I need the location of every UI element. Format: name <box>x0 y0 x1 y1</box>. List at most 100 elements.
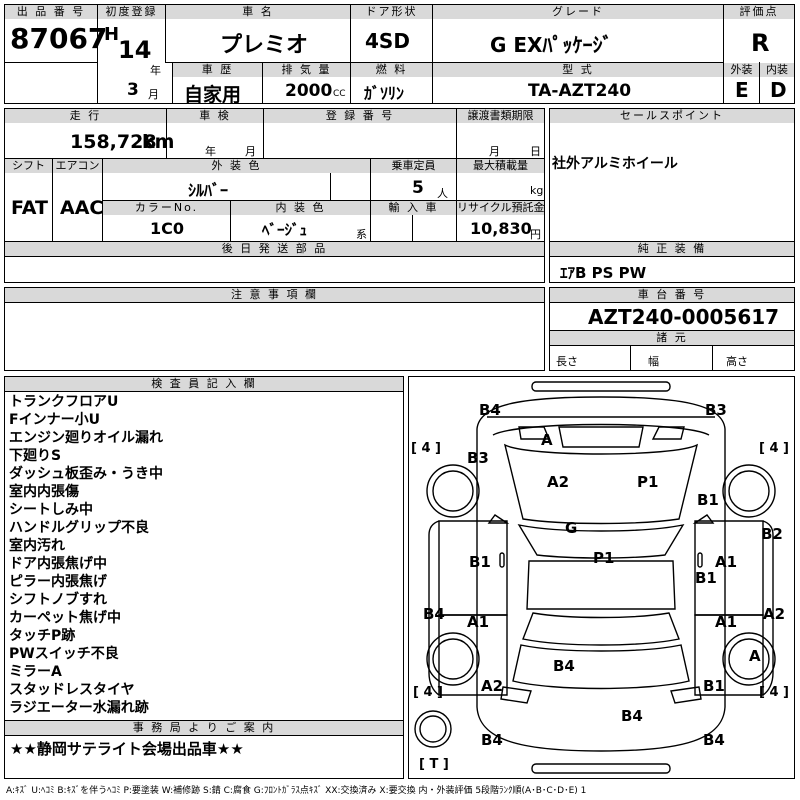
kei-unit: 系 <box>356 228 367 241</box>
person-unit: 人 <box>437 187 448 200</box>
damage-mark: B4 <box>479 401 501 419</box>
shift: FAT <box>11 197 48 219</box>
damage-mark: B3 <box>467 449 489 467</box>
inspector-note: カーペット焦げ中 <box>9 610 121 626</box>
inspector-note: ハンドルグリップ不良 <box>9 520 149 536</box>
exterior-grade: E <box>735 78 749 102</box>
inspector-note: ダッシュ板歪み・うき中 <box>9 466 163 482</box>
inspector-note: ドア内張焦げ中 <box>9 556 107 572</box>
top-block <box>4 4 795 104</box>
later-parts-label: 後 日 発 送 部 品 <box>5 242 544 256</box>
inspector-note: 室内汚れ <box>9 538 65 554</box>
recycle-fee: 10,830 <box>470 219 532 238</box>
lot-number-label: 出 品 番 号 <box>5 5 97 19</box>
tire-grade: [ T ] <box>419 757 449 772</box>
inspector-note: エンジン廻りオイル漏れ <box>9 430 163 446</box>
first-registration-label: 初度登録 <box>98 5 165 19</box>
damage-mark: B4 <box>481 731 503 749</box>
damage-mark: B1 <box>695 569 717 587</box>
sales-point-label: セールスポイント <box>550 109 794 123</box>
caution-block <box>4 287 545 371</box>
car-name: プレミオ <box>220 33 309 58</box>
mileage-label: 走 行 <box>5 109 166 123</box>
damage-mark: P1 <box>637 473 659 491</box>
inspector-note: タッチP跡 <box>9 628 76 644</box>
damage-mark: G <box>565 519 578 537</box>
inspection-label: 車 検 <box>167 109 263 123</box>
damage-mark: A <box>541 431 553 449</box>
width-label: 幅 <box>648 355 659 368</box>
transfer-deadline-label: 譲渡書類期限 <box>457 109 544 123</box>
specs-label: 諸 元 <box>550 331 794 345</box>
chassis-block <box>549 287 795 371</box>
transfer-day-unit: 日 <box>530 145 541 158</box>
damage-mark: B2 <box>761 525 783 543</box>
damage-mark: P1 <box>593 549 615 567</box>
damage-mark: A2 <box>547 473 570 491</box>
history: 自家用 <box>184 84 242 106</box>
interior-color: ﾍﾞｰｼﾞｭ <box>262 221 308 239</box>
inspector-note: Fインナー小U <box>9 412 100 428</box>
damage-mark: A2 <box>481 677 504 695</box>
inspection-year-unit: 年 <box>205 145 216 158</box>
damage-mark: A1 <box>467 613 490 631</box>
inspector-note: ミラーA <box>9 664 62 680</box>
aircon-label: エアコン <box>53 159 102 173</box>
inspector-note: 下廻りS <box>9 448 62 464</box>
sales-point-block <box>549 108 795 283</box>
max-load-label: 最大積載量 <box>457 159 544 173</box>
mileage: 158,728 <box>70 131 157 153</box>
capacity: 5 <box>412 178 424 198</box>
aircon: AAC <box>60 197 104 219</box>
damage-mark: A <box>749 647 761 665</box>
inspector-note: 室内内張傷 <box>9 484 79 500</box>
inspector-note: ラジエーター水漏れ跡 <box>9 700 149 716</box>
interior-label: 内装 <box>760 63 794 77</box>
damage-mark: A1 <box>715 613 738 631</box>
km-unit: km <box>142 131 175 153</box>
vehicle-info-block <box>4 108 545 283</box>
recycle-label: リサイクル預託金 <box>457 201 544 215</box>
chassis-number: AZT240-0005617 <box>588 305 780 329</box>
fuel: ｶﾞｿﾘﾝ <box>364 84 405 103</box>
color-number-label: カラーNo. <box>103 201 230 215</box>
registration-number-label: 登 録 番 号 <box>264 109 456 123</box>
score-label: 評価点 <box>724 5 794 19</box>
grade-label: グレード <box>433 5 723 19</box>
tire-grade: [ 4 ] <box>759 685 789 700</box>
era: H <box>104 24 120 45</box>
door-type: 4SD <box>365 29 410 53</box>
caution-label: 注 意 事 項 欄 <box>5 288 544 302</box>
length-label: 長さ <box>556 355 578 368</box>
inspector-block <box>4 376 404 779</box>
car-name-label: 車 名 <box>166 5 350 19</box>
height-label: 高さ <box>726 355 748 368</box>
lot-number: 87067 <box>10 22 108 55</box>
history-label: 車 歴 <box>173 63 262 77</box>
damage-mark: A1 <box>715 553 738 571</box>
inspector-note: ピラー内張焦げ <box>9 574 107 590</box>
score: R <box>751 29 770 57</box>
displacement-label: 排 気 量 <box>263 63 350 77</box>
tire-grade: [ 4 ] <box>411 441 441 456</box>
inspector-note: シートしみ中 <box>9 502 93 518</box>
legend: A:ｷｽﾞ U:ﾍｺﾐ B:ｷｽﾞを伴うﾍｺﾐ P:要塗装 W:補修跡 S:錆 … <box>6 786 587 796</box>
damage-mark: B4 <box>423 605 445 623</box>
shift-label: シフト <box>5 159 52 173</box>
cc-unit: CC <box>333 89 346 99</box>
office-label: 事 務 局 よ り ご 案 内 <box>5 721 403 735</box>
grade: G EXﾊﾟｯｹｰｼﾞ <box>490 33 613 57</box>
inspector-note: スタッドレスタイヤ <box>9 682 135 698</box>
chassis-label: 車 台 番 号 <box>550 288 794 302</box>
exterior-label: 外装 <box>724 63 759 77</box>
inspector-label: 検 査 員 記 入 欄 <box>5 377 403 391</box>
kg-unit: kg <box>530 184 544 197</box>
body-color: ｼﾙﾊﾞｰ <box>188 181 229 200</box>
tire-grade: [ 4 ] <box>759 441 789 456</box>
damage-mark: B4 <box>553 657 575 675</box>
damage-mark: A2 <box>763 605 786 623</box>
fuel-label: 燃 料 <box>351 63 432 77</box>
month-unit: 月 <box>148 88 159 101</box>
color-number: 1C0 <box>150 219 185 238</box>
